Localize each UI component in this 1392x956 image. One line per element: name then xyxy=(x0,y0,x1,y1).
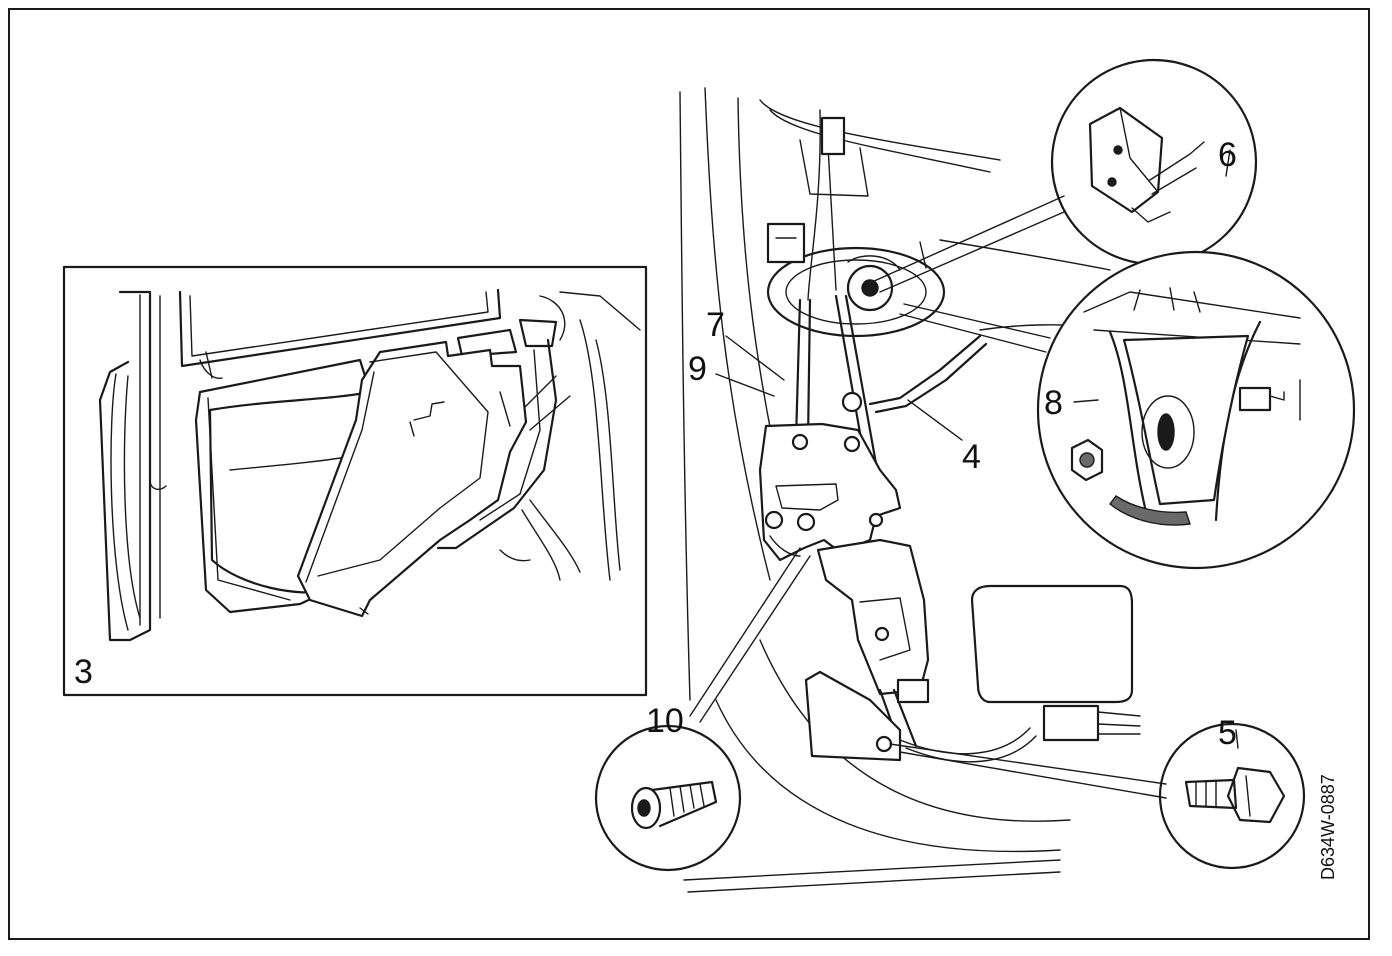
rotation-arrow-icon xyxy=(1109,495,1191,526)
detail-6-switch xyxy=(1050,58,1258,266)
door-shell-left xyxy=(98,290,152,642)
leader-lines xyxy=(689,149,1239,799)
lock-actuator xyxy=(816,538,930,696)
lock-plate xyxy=(758,422,902,562)
inset-frame xyxy=(62,265,648,697)
drawing-code: D634W-0887 xyxy=(1318,774,1338,880)
label-item-10: 10 xyxy=(646,702,684,740)
label-panel-3: 3 xyxy=(74,653,93,691)
label-item-9: 9 xyxy=(688,350,707,388)
detail-8-retainer xyxy=(1036,250,1356,570)
detail-10-screw xyxy=(594,724,742,872)
label-item-5: 5 xyxy=(1218,714,1237,752)
label-item-7: 7 xyxy=(706,306,725,344)
access-aperture xyxy=(970,584,1134,704)
detail-5-bolt xyxy=(1158,722,1306,870)
figure-border xyxy=(8,8,1370,940)
window-frame xyxy=(178,288,502,368)
wiring-connector xyxy=(1042,704,1100,742)
trim-panel xyxy=(296,340,528,618)
lock-assembly-illustration xyxy=(679,87,1141,893)
label-item-8: 8 xyxy=(1044,384,1063,422)
label-item-6: 6 xyxy=(1218,136,1237,174)
label-item-4: 4 xyxy=(962,438,981,476)
inset-panel-door-trim xyxy=(62,265,648,697)
lock-cylinder-housing xyxy=(766,246,946,338)
